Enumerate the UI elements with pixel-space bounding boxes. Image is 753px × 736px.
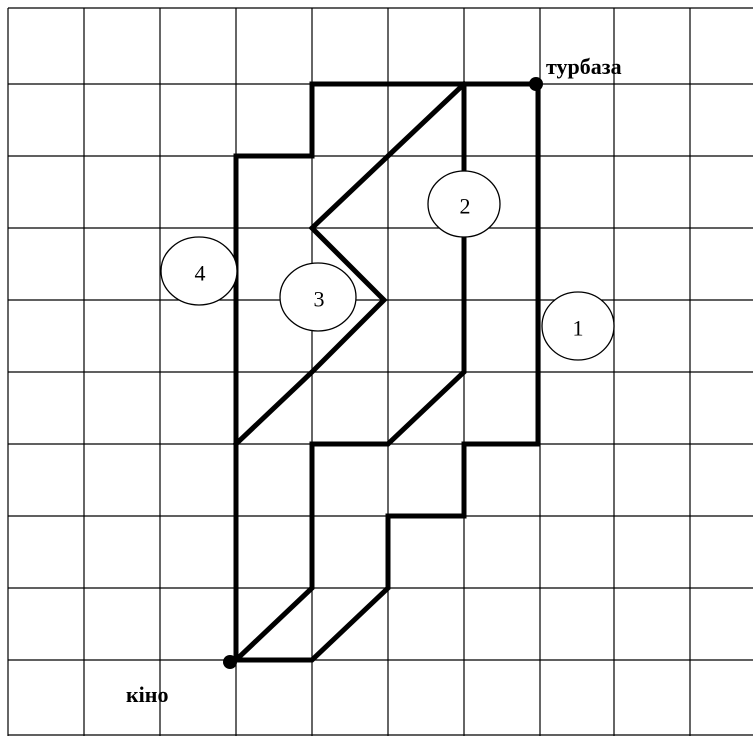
- route-badge-1-label: 1: [573, 316, 584, 341]
- route-badge-2: 2: [427, 170, 501, 238]
- route-4-path: [233, 81, 467, 663]
- turbaza-label: турбаза: [546, 54, 622, 79]
- route-badge-2-label: 2: [460, 194, 471, 219]
- route-1-path: [233, 81, 541, 663]
- turbaza-point: [529, 77, 543, 91]
- kino-point: [223, 655, 237, 669]
- route-badge-4-label: 4: [195, 261, 206, 286]
- kino-label: кіно: [126, 682, 168, 707]
- route-badge-4: 4: [160, 236, 238, 306]
- grid: [7, 7, 753, 736]
- route-badge-1: 1: [541, 291, 615, 361]
- route-3-path: [232, 80, 468, 448]
- route-badge-3: 3: [279, 262, 357, 332]
- route-badge-3-label: 3: [314, 287, 325, 312]
